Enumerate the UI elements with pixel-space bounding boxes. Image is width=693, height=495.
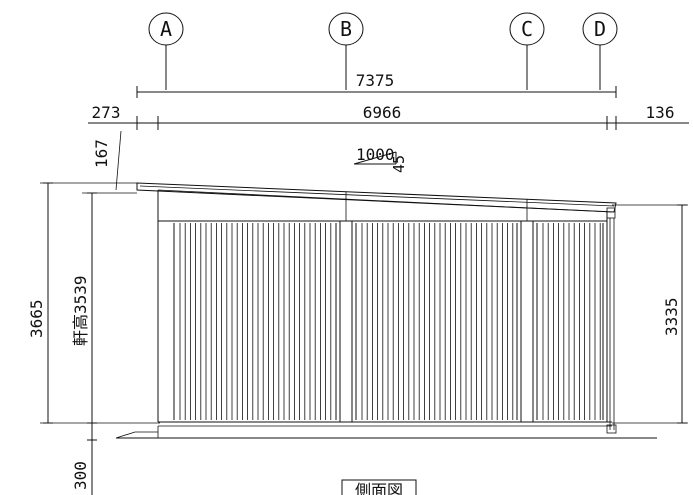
slope-indicator: 1000 45 bbox=[353, 145, 408, 173]
right-height-dimension: 3335 bbox=[612, 204, 688, 424]
grid-axis-D: D bbox=[582, 12, 618, 90]
louver-panels bbox=[173, 223, 604, 420]
downpipe bbox=[606, 207, 617, 434]
roof-rise-text: 167 bbox=[92, 139, 111, 168]
grid-axis-C: C bbox=[509, 12, 545, 90]
overall-width-text: 7375 bbox=[356, 71, 395, 90]
grid-axis-label: D bbox=[594, 17, 606, 41]
roof bbox=[136, 182, 617, 213]
left-height-dimensions: 3665 軒高3539 300 bbox=[27, 182, 160, 495]
drawing-title: 側面図 bbox=[341, 479, 417, 495]
overall-dimension: 7375 bbox=[136, 71, 617, 98]
foundation-text: 300 bbox=[71, 461, 90, 490]
grid-axis-label: B bbox=[340, 17, 352, 41]
ground-line bbox=[115, 421, 657, 439]
right-height-text: 3335 bbox=[662, 297, 681, 336]
building-frame bbox=[157, 190, 608, 422]
slope-rise-text: 45 bbox=[390, 155, 408, 173]
eave-value: 3539 bbox=[71, 275, 90, 314]
slope-run-text: 1000 bbox=[356, 145, 395, 164]
grid-axis-label: C bbox=[521, 17, 533, 41]
drawing-title-text: 側面図 bbox=[355, 481, 403, 495]
grid-axis-A: A bbox=[148, 12, 184, 90]
roof-rise-dimension: 167 bbox=[40, 130, 137, 194]
span-dimension: 273 6966 136 bbox=[88, 103, 689, 130]
grid-axis-B: B bbox=[328, 12, 364, 90]
eave-height-text: 軒高3539 bbox=[71, 275, 90, 346]
total-height-text: 3665 bbox=[27, 299, 46, 338]
left-overhang-text: 273 bbox=[92, 103, 121, 122]
right-overhang-text: 136 bbox=[646, 103, 675, 122]
eave-label: 軒高 bbox=[71, 314, 90, 346]
span-width-text: 6966 bbox=[363, 103, 402, 122]
grid-axis-label: A bbox=[160, 17, 172, 41]
